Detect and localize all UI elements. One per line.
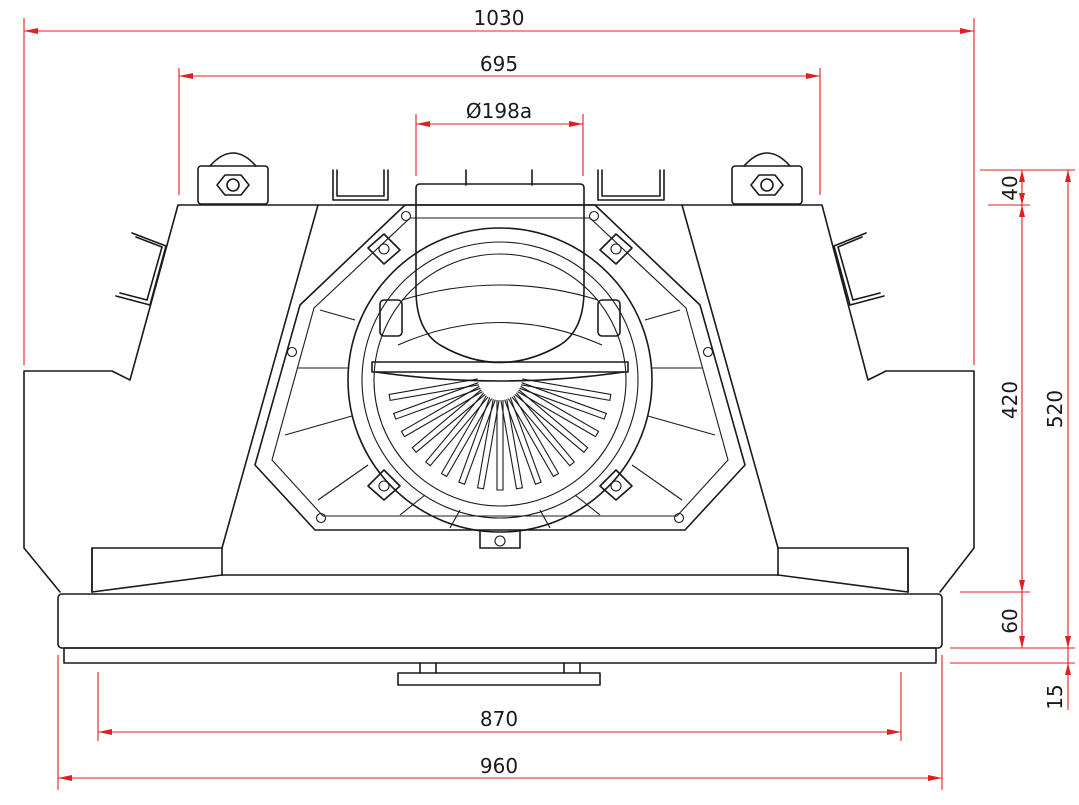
burner-frame xyxy=(254,204,746,531)
left-hook xyxy=(115,232,167,306)
dimension-lines: 1030 695 Ø198a 40 420 60 xyxy=(23,6,1075,790)
base-foot xyxy=(397,672,601,686)
left-lifting-eye xyxy=(197,152,269,205)
fan-fin xyxy=(496,400,504,491)
dim-overall-width: 1030 xyxy=(474,6,525,30)
fan-fin xyxy=(424,392,489,467)
fan-fin xyxy=(507,395,560,478)
right-wing xyxy=(681,204,975,593)
fan-fin xyxy=(458,397,496,486)
fan-fin xyxy=(388,378,479,402)
fan-fin xyxy=(392,382,481,420)
fan-fin xyxy=(476,399,500,490)
fan-fin xyxy=(400,385,483,438)
dim-total-height: 520 xyxy=(1043,390,1067,428)
fan-fin xyxy=(514,389,589,454)
frame-spokes xyxy=(284,309,716,529)
fan-fin xyxy=(440,395,493,478)
dim-flue-diameter: Ø198a xyxy=(466,99,532,123)
radial-fins xyxy=(388,378,612,491)
fan-fin xyxy=(521,378,612,402)
top-clip-2 xyxy=(597,169,665,201)
dim-upper-width: 695 xyxy=(480,52,518,76)
dim-base-width: 960 xyxy=(480,754,518,778)
flue-collar xyxy=(415,183,585,364)
right-hook xyxy=(833,232,885,306)
right-lifting-eye xyxy=(731,152,803,205)
dim-plate-thickness: 15 xyxy=(1043,684,1067,709)
top-clip-1 xyxy=(332,169,389,201)
dim-body-height: 420 xyxy=(998,381,1022,419)
burner-fan xyxy=(375,371,625,382)
fireplace-outline xyxy=(23,152,975,686)
dim-top-offset: 40 xyxy=(998,175,1022,200)
bottom-plate xyxy=(63,647,937,664)
dim-base-height: 60 xyxy=(998,608,1022,633)
burner-ring xyxy=(347,227,653,533)
fan-fin xyxy=(517,385,600,438)
dim-opening-width: 870 xyxy=(480,707,518,731)
fan-fin xyxy=(411,389,486,454)
fan-fin xyxy=(511,392,576,467)
fan-fin xyxy=(500,399,524,490)
fan-fin xyxy=(519,382,608,420)
burner-lugs xyxy=(367,233,633,549)
fan-fin xyxy=(504,397,542,486)
base-plate xyxy=(57,593,943,649)
